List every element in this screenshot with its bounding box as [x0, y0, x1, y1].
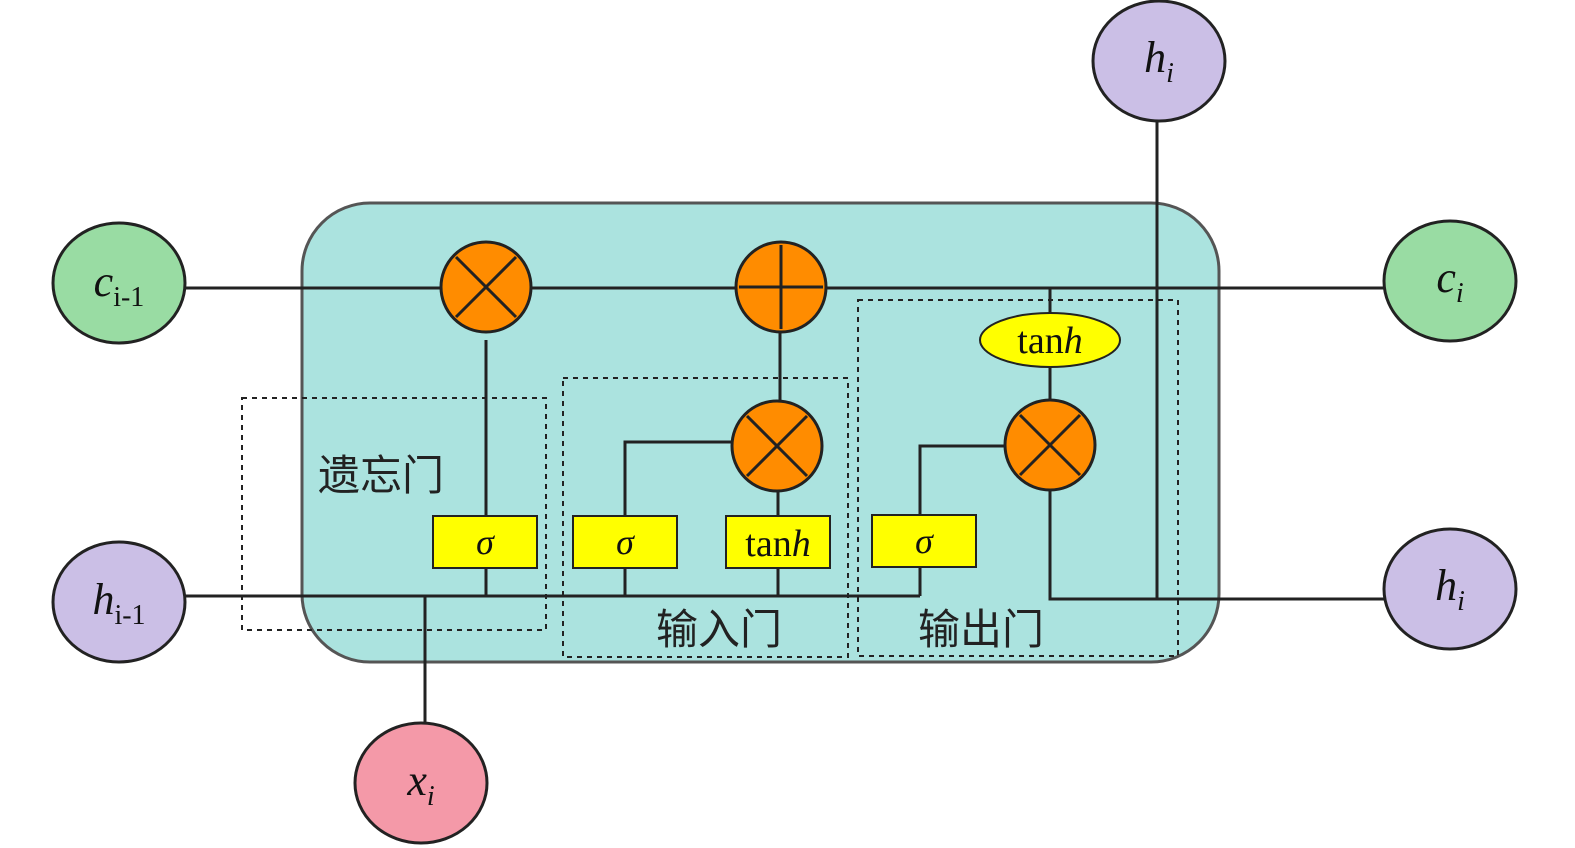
- sigma-label: σ: [616, 522, 635, 562]
- input-tanh-box: tanh: [725, 515, 831, 569]
- h-prev-node: hi-1: [51, 540, 187, 664]
- output-gate-region: [857, 299, 1179, 657]
- x-input-node: xi: [353, 721, 489, 845]
- forget-sigma-box: σ: [432, 515, 538, 569]
- input-gate-label: 输入门: [656, 605, 782, 654]
- output-gate-label: 输出门: [918, 605, 1044, 654]
- sigma-label: σ: [915, 521, 934, 561]
- svg-text:hi: hi: [1144, 33, 1174, 89]
- c-prev-node: ci-1: [51, 221, 187, 345]
- input-multiply-operator: [730, 399, 824, 493]
- sigma-label: σ: [476, 522, 495, 562]
- tanh-label: tanh: [745, 523, 810, 565]
- svg-text:hi-1: hi-1: [92, 575, 145, 631]
- svg-text:xi: xi: [406, 756, 434, 812]
- h-top-node: hi: [1091, 0, 1227, 123]
- svg-text:ci-1: ci-1: [94, 257, 145, 313]
- h-out-node: hi: [1382, 527, 1518, 651]
- input-gate-region: [562, 377, 849, 658]
- svg-text:ci: ci: [1436, 253, 1463, 309]
- forget-gate-region: [241, 397, 547, 631]
- cell-add-operator: [734, 240, 828, 334]
- output-tanh-ellipse: tanh: [979, 312, 1121, 368]
- output-sigma-box: σ: [871, 514, 977, 568]
- svg-text:hi: hi: [1435, 561, 1465, 617]
- forget-multiply-operator: [439, 240, 533, 334]
- c-out-node: ci: [1382, 219, 1518, 343]
- forget-gate-label: 遗忘门: [318, 451, 444, 500]
- tanh-label: tanh: [1017, 320, 1082, 362]
- input-sigma-box: σ: [572, 515, 678, 569]
- output-multiply-operator: [1003, 398, 1097, 492]
